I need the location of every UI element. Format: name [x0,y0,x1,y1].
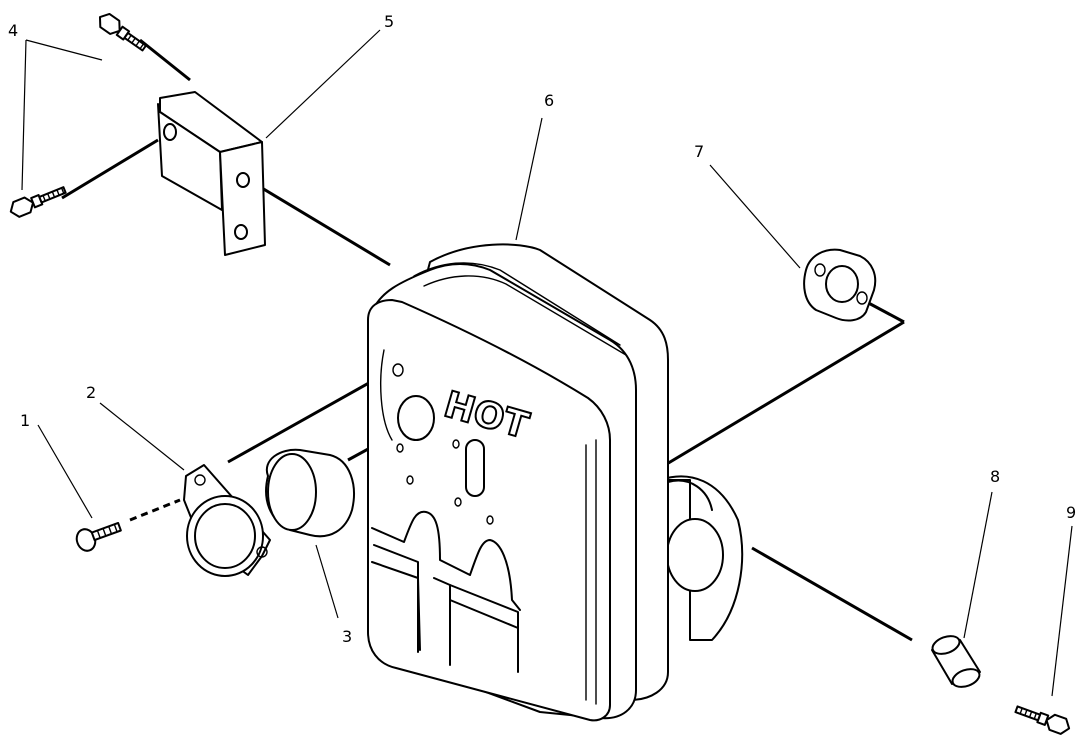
spacer-tube [931,635,981,688]
callout-9: 9 [1066,503,1076,522]
bolt-lower [9,186,67,218]
exhaust-gasket [803,248,877,322]
callout-6: 6 [544,91,554,110]
callout-7: 7 [694,142,704,161]
callout-3: 3 [342,627,352,646]
inlet-flange [183,464,271,577]
leader-lines [21,29,1073,697]
callout-2: 2 [86,383,96,402]
bolt-top [98,12,147,52]
mounting-bracket [157,91,266,256]
muffler-body: HOT [367,243,744,722]
callout-5: 5 [384,12,394,31]
callout-8: 8 [990,467,1000,486]
screw [75,521,122,552]
callout-1: 1 [20,411,30,430]
gasket-ring [265,448,355,538]
bolt-right [1014,705,1071,735]
callout-4: 4 [8,21,18,40]
callout-labels: 1 2 3 4 5 6 7 8 9 [8,12,1076,646]
